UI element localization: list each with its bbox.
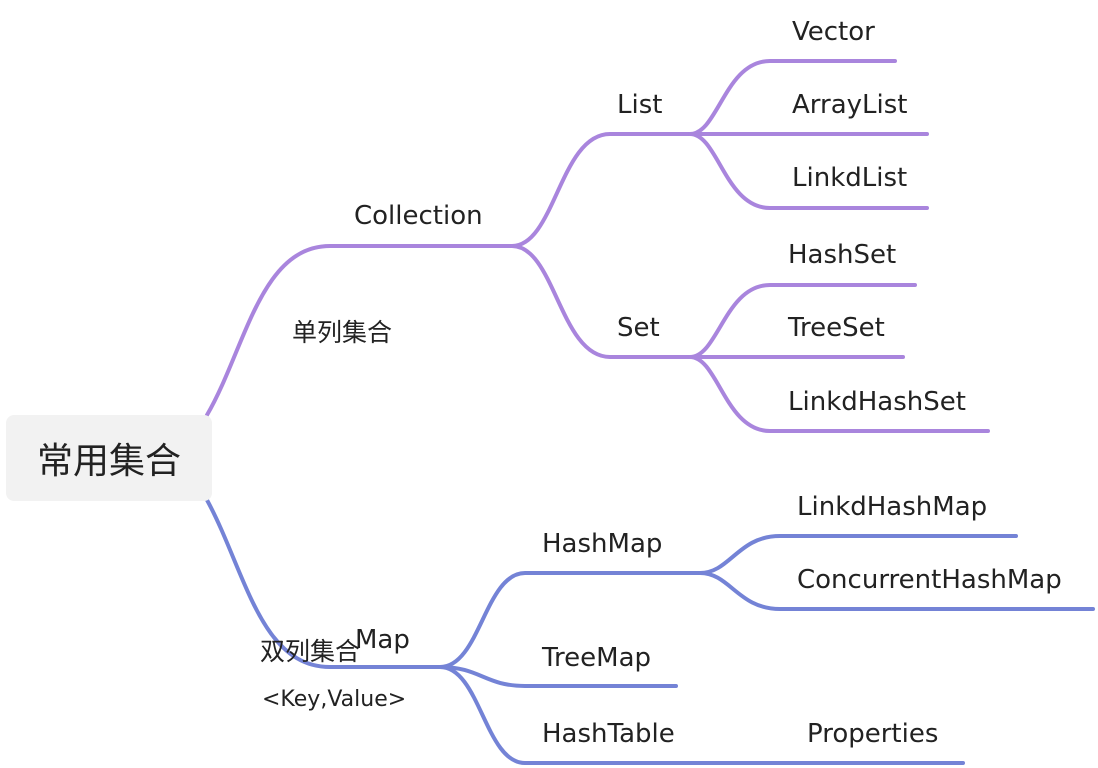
node-concurrenthashmap[interactable]: ConcurrentHashMap [797,565,1062,595]
link-map-treemap [438,665,678,688]
node-hashset[interactable]: HashSet [788,240,897,270]
link-collection-set [510,244,692,359]
node-linkdlist[interactable]: LinkdList [792,163,908,193]
node-treemap[interactable]: TreeMap [542,643,652,673]
link-list-vector [688,59,897,136]
link-set-linkdhashset [688,355,990,433]
link-map-hashmap [438,571,702,669]
single-branch-links [205,59,990,433]
node-linkdhashmap[interactable]: LinkdHashMap [797,492,988,522]
link-hashmap-linkdhashmap [698,534,1018,575]
link-collection-list [510,132,692,248]
double-column-note: 双列集合 [260,637,361,666]
node-collection[interactable]: Collection [354,201,483,231]
node-linkdhashset[interactable]: LinkdHashSet [788,387,966,417]
node-hashmap[interactable]: HashMap [542,529,663,559]
node-arraylist[interactable]: ArrayList [792,90,908,120]
double-branch-links [205,498,1095,765]
root-node[interactable]: 常用集合 [6,415,212,501]
node-vector[interactable]: Vector [792,17,875,47]
link-map-hashtable [438,665,965,765]
single-column-note: 单列集合 [292,318,393,347]
node-hashtable[interactable]: HashTable [542,719,675,749]
link-root-collection [205,244,514,417]
link-root-map [205,498,442,669]
node-list[interactable]: List [617,90,663,120]
node-treeset[interactable]: TreeSet [788,313,885,343]
link-set-hashset [688,283,917,359]
node-set[interactable]: Set [617,313,660,343]
root-node-label: 常用集合 [36,441,181,482]
node-map[interactable]: Map [355,625,410,655]
key-value-note: <Key,Value> [262,687,407,712]
node-properties[interactable]: Properties [807,719,939,749]
link-hashmap-concurrenthashmap [698,571,1095,611]
link-list-linkdlist [688,132,929,210]
